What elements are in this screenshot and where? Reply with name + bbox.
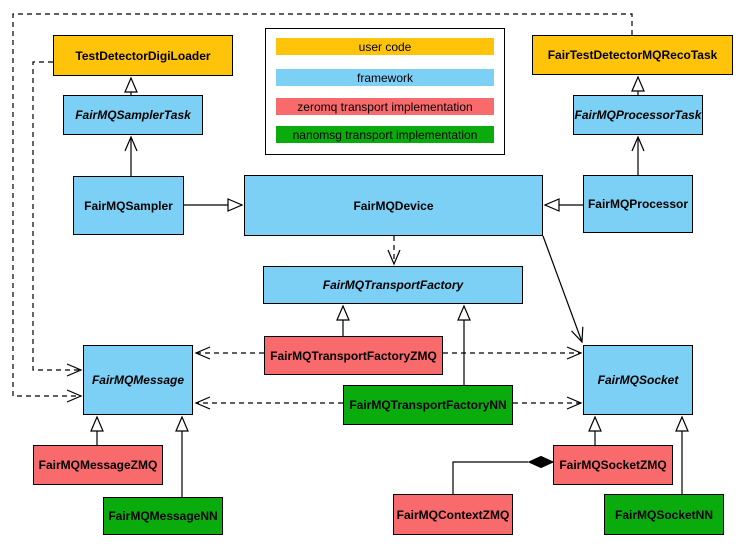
node-fairmqprocessor: FairMQProcessor [583, 175, 693, 233]
legend-item-framework: framework [276, 69, 494, 86]
legend-item-user-code: user code [276, 38, 494, 55]
node-fairmqdevice: FairMQDevice [244, 175, 543, 236]
legend-item-nanomsg: nanomsg transport implementation [276, 126, 494, 143]
node-fairmqsampler: FairMQSampler [73, 176, 184, 235]
node-fairmqsocketzmq: FairMQSocketZMQ [553, 445, 673, 485]
node-fairmqmessagenn: FairMQMessageNN [103, 497, 223, 535]
node-fairmqsocket: FairMQSocket [583, 345, 693, 415]
node-fairmqtransportfactorynn: FairMQTransportFactoryNN [343, 385, 513, 425]
node-fairmqsamplertask: FairMQSamplerTask [63, 95, 203, 135]
node-fairmqtransportfactory: FairMQTransportFactory [263, 266, 523, 304]
node-fairmqcontextzmq: FairMQContextZMQ [393, 494, 513, 535]
node-fairmqmessagezmq: FairMQMessageZMQ [33, 445, 163, 485]
legend-item-zeromq: zeromq transport implementation [276, 98, 494, 115]
node-fairmqsocketnn: FairMQSocketNN [604, 494, 724, 535]
node-testdetectordigiloader: TestDetectorDigiLoader [53, 35, 233, 76]
node-fairmqprocessortask: FairMQProcessorTask [573, 95, 703, 135]
edge-device-to-socket [542, 235, 584, 344]
legend: user code framework zeromq transport imp… [265, 28, 505, 155]
edge-contextzmq-to-socketzmq [452, 461, 528, 494]
node-fairtestdetectormqrecotask: FairTestDetectorMQRecoTask [532, 35, 733, 75]
node-fairmqmessage: FairMQMessage [83, 345, 193, 415]
composition-diamond [527, 455, 555, 469]
node-fairmqtransportfactoryzmq: FairMQTransportFactoryZMQ [264, 336, 443, 375]
